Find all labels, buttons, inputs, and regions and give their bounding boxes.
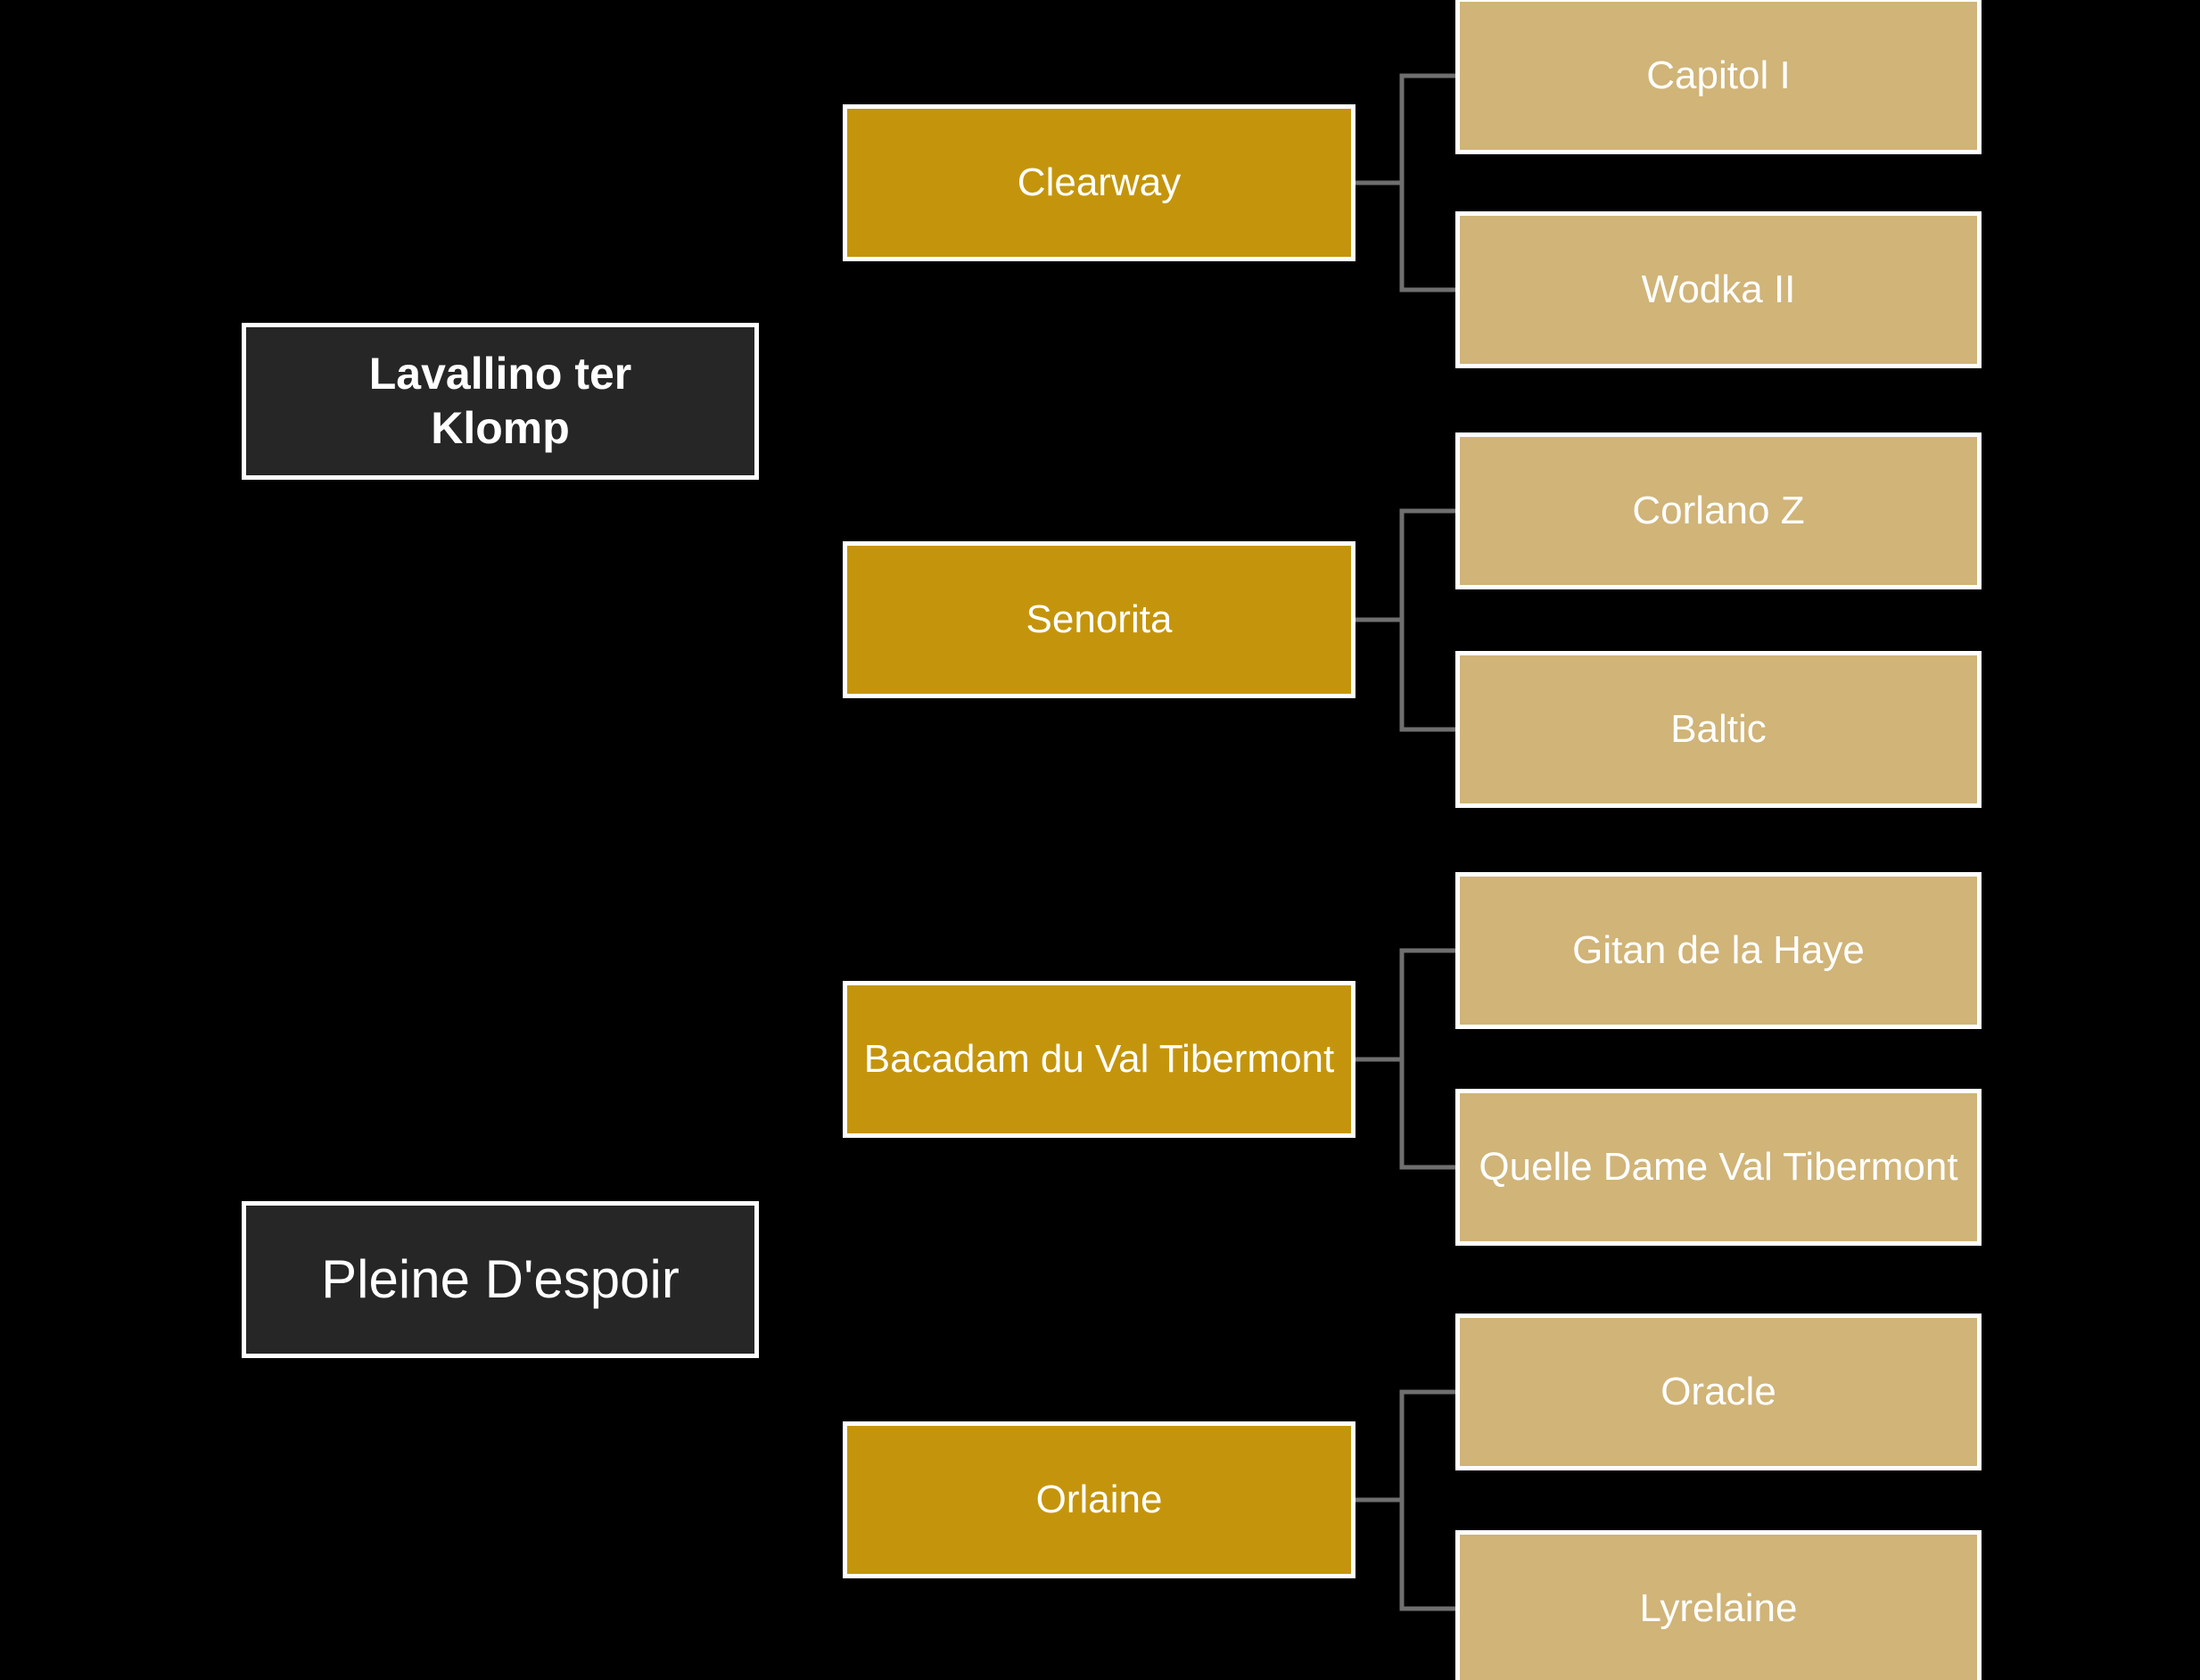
node-gitan-de-la-haye: Gitan de la Haye [1455,872,1982,1029]
node-wodka-ii: Wodka II [1455,211,1982,368]
node-label: Clearway [1017,161,1182,205]
connector-clearway-children [1353,73,1458,292]
node-pleine-despoir: Pleine D'espoir [242,1201,759,1358]
node-label: Lavallino ter Klomp [368,349,632,453]
node-orlaine: Orlaine [843,1421,1355,1578]
node-label: Capitol I [1646,54,1791,98]
node-label: Gitan de la Haye [1572,928,1865,973]
node-label: Corlano Z [1632,489,1805,533]
node-corlano-z: Corlano Z [1455,432,1982,589]
node-label: Wodka II [1641,268,1796,312]
node-quelle-dame-val-tibermont: Quelle Dame Val Tibermont [1455,1089,1982,1246]
node-lyrelaine: Lyrelaine [1455,1530,1982,1680]
node-oracle: Oracle [1455,1314,1982,1470]
node-label: Oracle [1660,1370,1776,1414]
connector-orlaine-children [1353,1389,1458,1611]
node-label: Quelle Dame Val Tibermont [1479,1145,1958,1190]
node-clearway: Clearway [843,104,1355,261]
node-label: Baltic [1670,707,1767,752]
node-label: Pleine D'espoir [321,1249,680,1310]
connector-bacadam-children [1353,948,1458,1170]
node-senorita: Senorita [843,541,1355,698]
connector-senorita-children [1353,508,1458,732]
node-label: Bacadam du Val Tibermont [863,1037,1335,1082]
node-label: Orlaine [1035,1478,1163,1522]
node-lavallino-ter-klomp: Lavallino ter Klomp [242,323,759,480]
node-capitol-i: Capitol I [1455,0,1982,154]
node-label: Lyrelaine [1639,1586,1798,1631]
node-baltic: Baltic [1455,651,1982,808]
node-bacadam-du-val-tibermont: Bacadam du Val Tibermont [843,981,1355,1138]
node-label: Senorita [1026,597,1173,642]
